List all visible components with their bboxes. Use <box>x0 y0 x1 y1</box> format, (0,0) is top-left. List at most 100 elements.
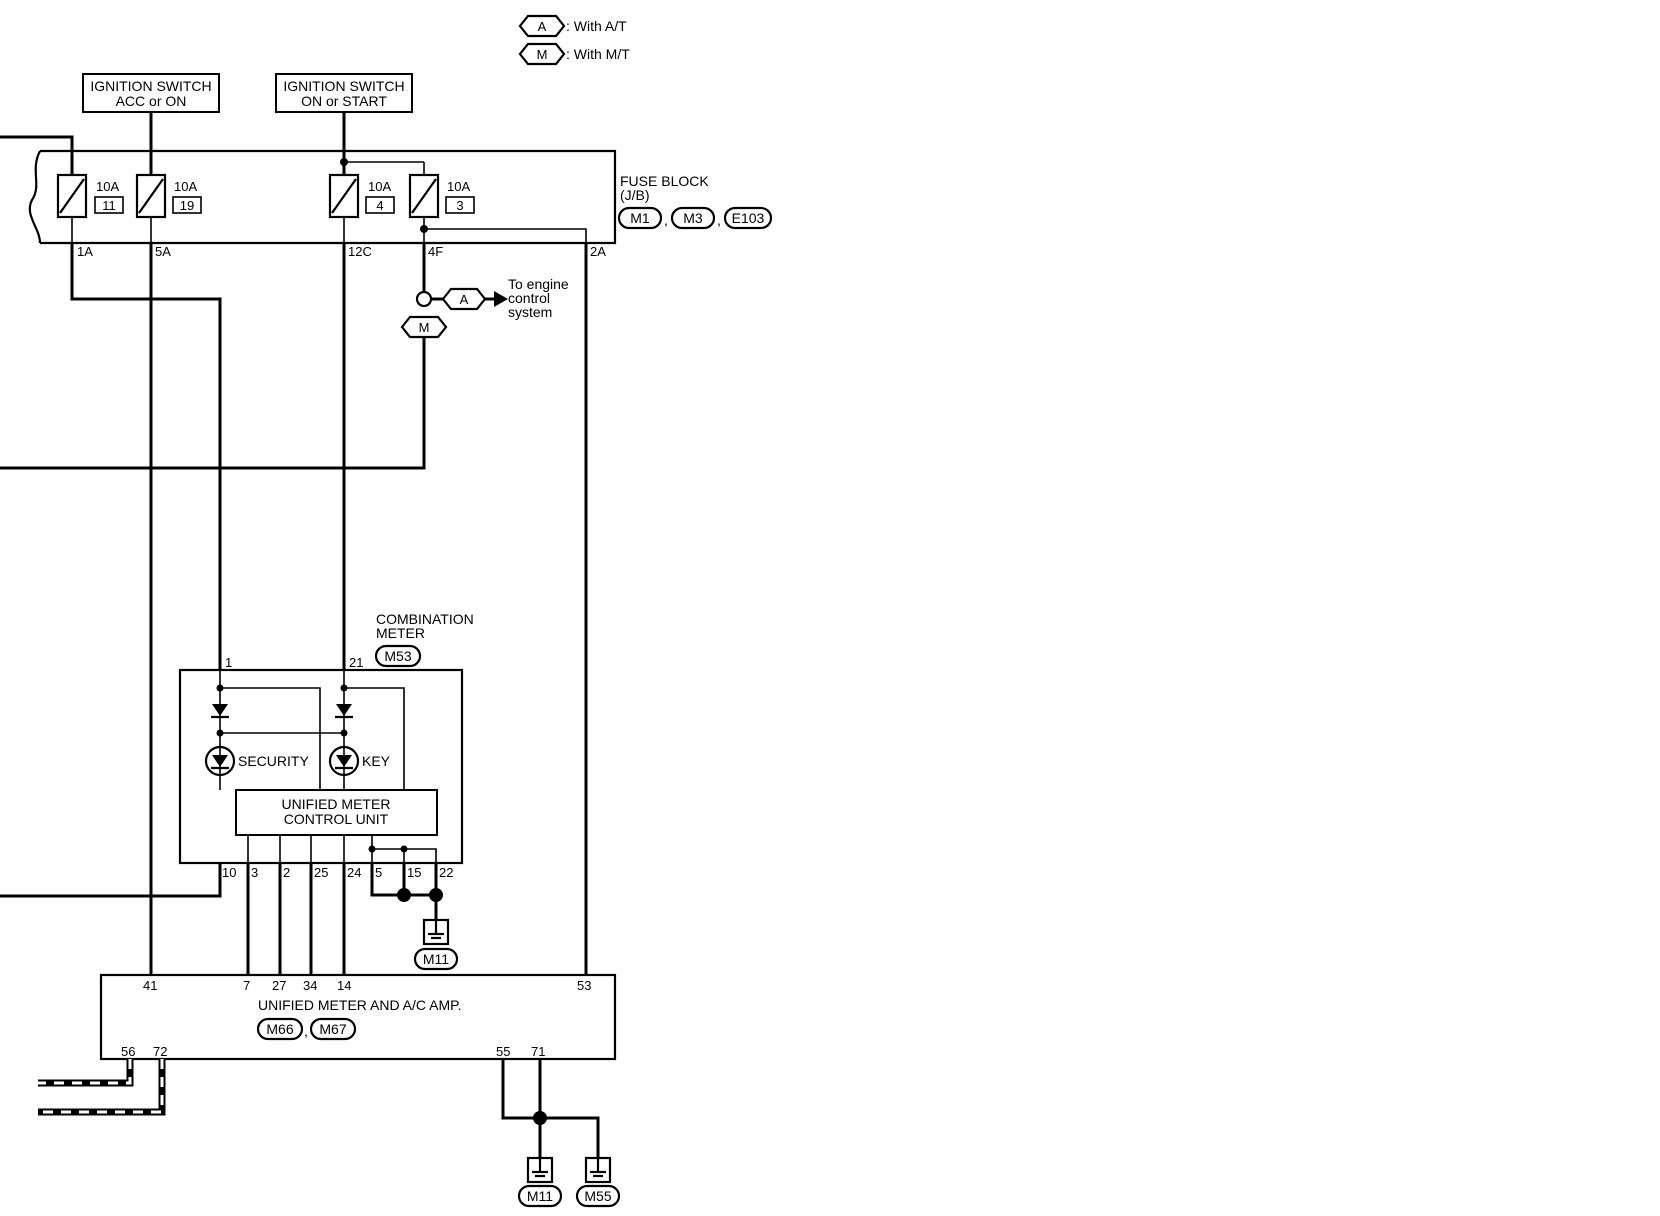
branch-arrow-icon <box>494 291 508 307</box>
unified-amp: 41 7 27 34 14 53 UNIFIED METER AND A/C A… <box>99 973 617 1061</box>
legend-m-symbol: M <box>537 47 548 62</box>
fuse-3-rating: 10A <box>447 179 470 194</box>
fuse-19-rating: 10A <box>174 179 197 194</box>
amp-pin-7: 7 <box>243 978 250 993</box>
engine-label-1: To engine <box>508 276 569 292</box>
legend-m-hexagon <box>518 42 566 66</box>
fuse-block-splice <box>340 158 348 166</box>
legend-a-hexagon <box>518 14 566 38</box>
ignition-acc-line1: IGNITION SWITCH <box>90 78 211 94</box>
control-unit-line2: CONTROL UNIT <box>284 811 389 827</box>
fuse-3-number: 3 <box>456 198 463 213</box>
legend-m-text: : With M/T <box>566 46 630 62</box>
amp-pin-14: 14 <box>337 978 351 993</box>
diode-icon <box>212 704 228 716</box>
connector-m66: M66 <box>266 1021 293 1037</box>
meter-pin-2: 2 <box>283 865 290 880</box>
connector-m67: M67 <box>319 1021 346 1037</box>
amp-pin-27: 27 <box>272 978 286 993</box>
fuse-4-number: 4 <box>376 198 383 213</box>
meter-ground-connector: M11 <box>423 951 449 967</box>
ground-icon <box>584 1156 612 1184</box>
engine-branch: A To engine control system M <box>400 276 569 339</box>
key-indicator: KEY <box>328 745 391 777</box>
connector-m67-oval <box>309 1017 357 1041</box>
branch-m-hexagon <box>400 315 448 339</box>
meter-pin-15: 15 <box>407 865 421 880</box>
amp-pin-56: 56 <box>121 1044 135 1059</box>
ignition-on-line2: ON or START <box>301 93 387 109</box>
ignition-on-line1: IGNITION SWITCH <box>283 78 404 94</box>
meter-outline <box>178 668 464 865</box>
ground-icon <box>422 918 450 946</box>
key-label: KEY <box>362 753 391 769</box>
terminal-2a: 2A <box>590 244 606 259</box>
combination-meter: COMBINATION METER M53 1 21 SECURITY <box>178 611 474 975</box>
amp-grounds: M11 M55 <box>501 1059 621 1208</box>
led-icon <box>328 745 360 777</box>
connector-m55-oval <box>575 1184 621 1208</box>
legend: A : With A/T M : With M/T <box>518 14 630 66</box>
engine-label-3: system <box>508 304 552 320</box>
engine-label-2: control <box>508 290 550 306</box>
legend-a-symbol: A <box>538 19 547 34</box>
connector-m66-oval <box>256 1017 304 1041</box>
fuse-19: 10A 19 <box>135 173 202 219</box>
terminal-1a: 1A <box>77 244 93 259</box>
amp-ground-connector-1: M11 <box>527 1188 553 1204</box>
control-unit-box <box>235 789 438 836</box>
terminal-12c: 12C <box>348 244 372 259</box>
fuse-11-rating: 10A <box>96 179 119 194</box>
ignition-acc-line2: ACC or ON <box>116 93 187 109</box>
amp-ground-connector-2: M55 <box>584 1188 611 1204</box>
amp-pin-55: 55 <box>496 1044 510 1059</box>
fuse-4-rating: 10A <box>368 179 391 194</box>
fuse-4: 10A 4 <box>328 173 395 219</box>
fuse-block-label: FUSE BLOCK <box>620 173 709 189</box>
fuse-11-number: 11 <box>102 198 116 213</box>
legend-a-text: : With A/T <box>566 18 627 34</box>
fuse-block-sublabel: (J/B) <box>620 187 650 203</box>
meter-sublabel: METER <box>376 625 425 641</box>
branch-a-symbol: A <box>460 292 469 307</box>
branch-open-splice <box>415 290 433 308</box>
connector-m53-oval <box>374 644 422 668</box>
ignition-acc-box: IGNITION SWITCH ACC or ON <box>82 73 220 113</box>
security-label: SECURITY <box>238 753 309 769</box>
led-icon <box>204 745 236 777</box>
meter-pin-10: 10 <box>222 865 236 880</box>
connector-m3: M3 <box>683 210 703 226</box>
comma-3: , <box>304 1023 308 1039</box>
meter-pin-24: 24 <box>347 865 361 880</box>
connector-m1: M1 <box>630 210 650 226</box>
meter-pin-22: 22 <box>439 865 453 880</box>
meter-label: COMBINATION <box>376 611 474 627</box>
comma-1: , <box>664 212 668 228</box>
fuse-11: 10A 11 <box>56 173 124 219</box>
meter-pin-1: 1 <box>225 655 232 670</box>
amp-pin-71: 71 <box>531 1044 545 1059</box>
meter-pin-21: 21 <box>349 655 363 670</box>
connector-m11-meter-oval <box>413 947 459 971</box>
connector-m11-amp-oval <box>517 1184 563 1208</box>
amp-pin-34: 34 <box>303 978 317 993</box>
diode-icon <box>336 704 352 716</box>
wires <box>0 243 588 975</box>
meter-pin-5: 5 <box>375 865 382 880</box>
amp-pin-41: 41 <box>143 978 157 993</box>
fuse-block: 10A 11 10A 19 10A 4 10A 3 <box>0 112 773 259</box>
control-unit-line1: UNIFIED METER <box>282 796 391 812</box>
amp-pin-53: 53 <box>577 978 591 993</box>
connector-e103-oval <box>723 206 773 230</box>
comma-2: , <box>717 212 721 228</box>
fuse-19-number: 19 <box>180 198 194 213</box>
ignition-on-box: IGNITION SWITCH ON or START <box>275 73 413 113</box>
connector-m1-oval <box>617 206 663 230</box>
meter-pin-25: 25 <box>314 865 328 880</box>
branch-m-symbol: M <box>419 320 430 335</box>
terminal-4f: 4F <box>428 244 443 259</box>
amp-label: UNIFIED METER AND A/C AMP. <box>258 997 462 1013</box>
fuse-3: 10A 3 <box>408 173 475 219</box>
security-indicator: SECURITY <box>204 745 309 777</box>
